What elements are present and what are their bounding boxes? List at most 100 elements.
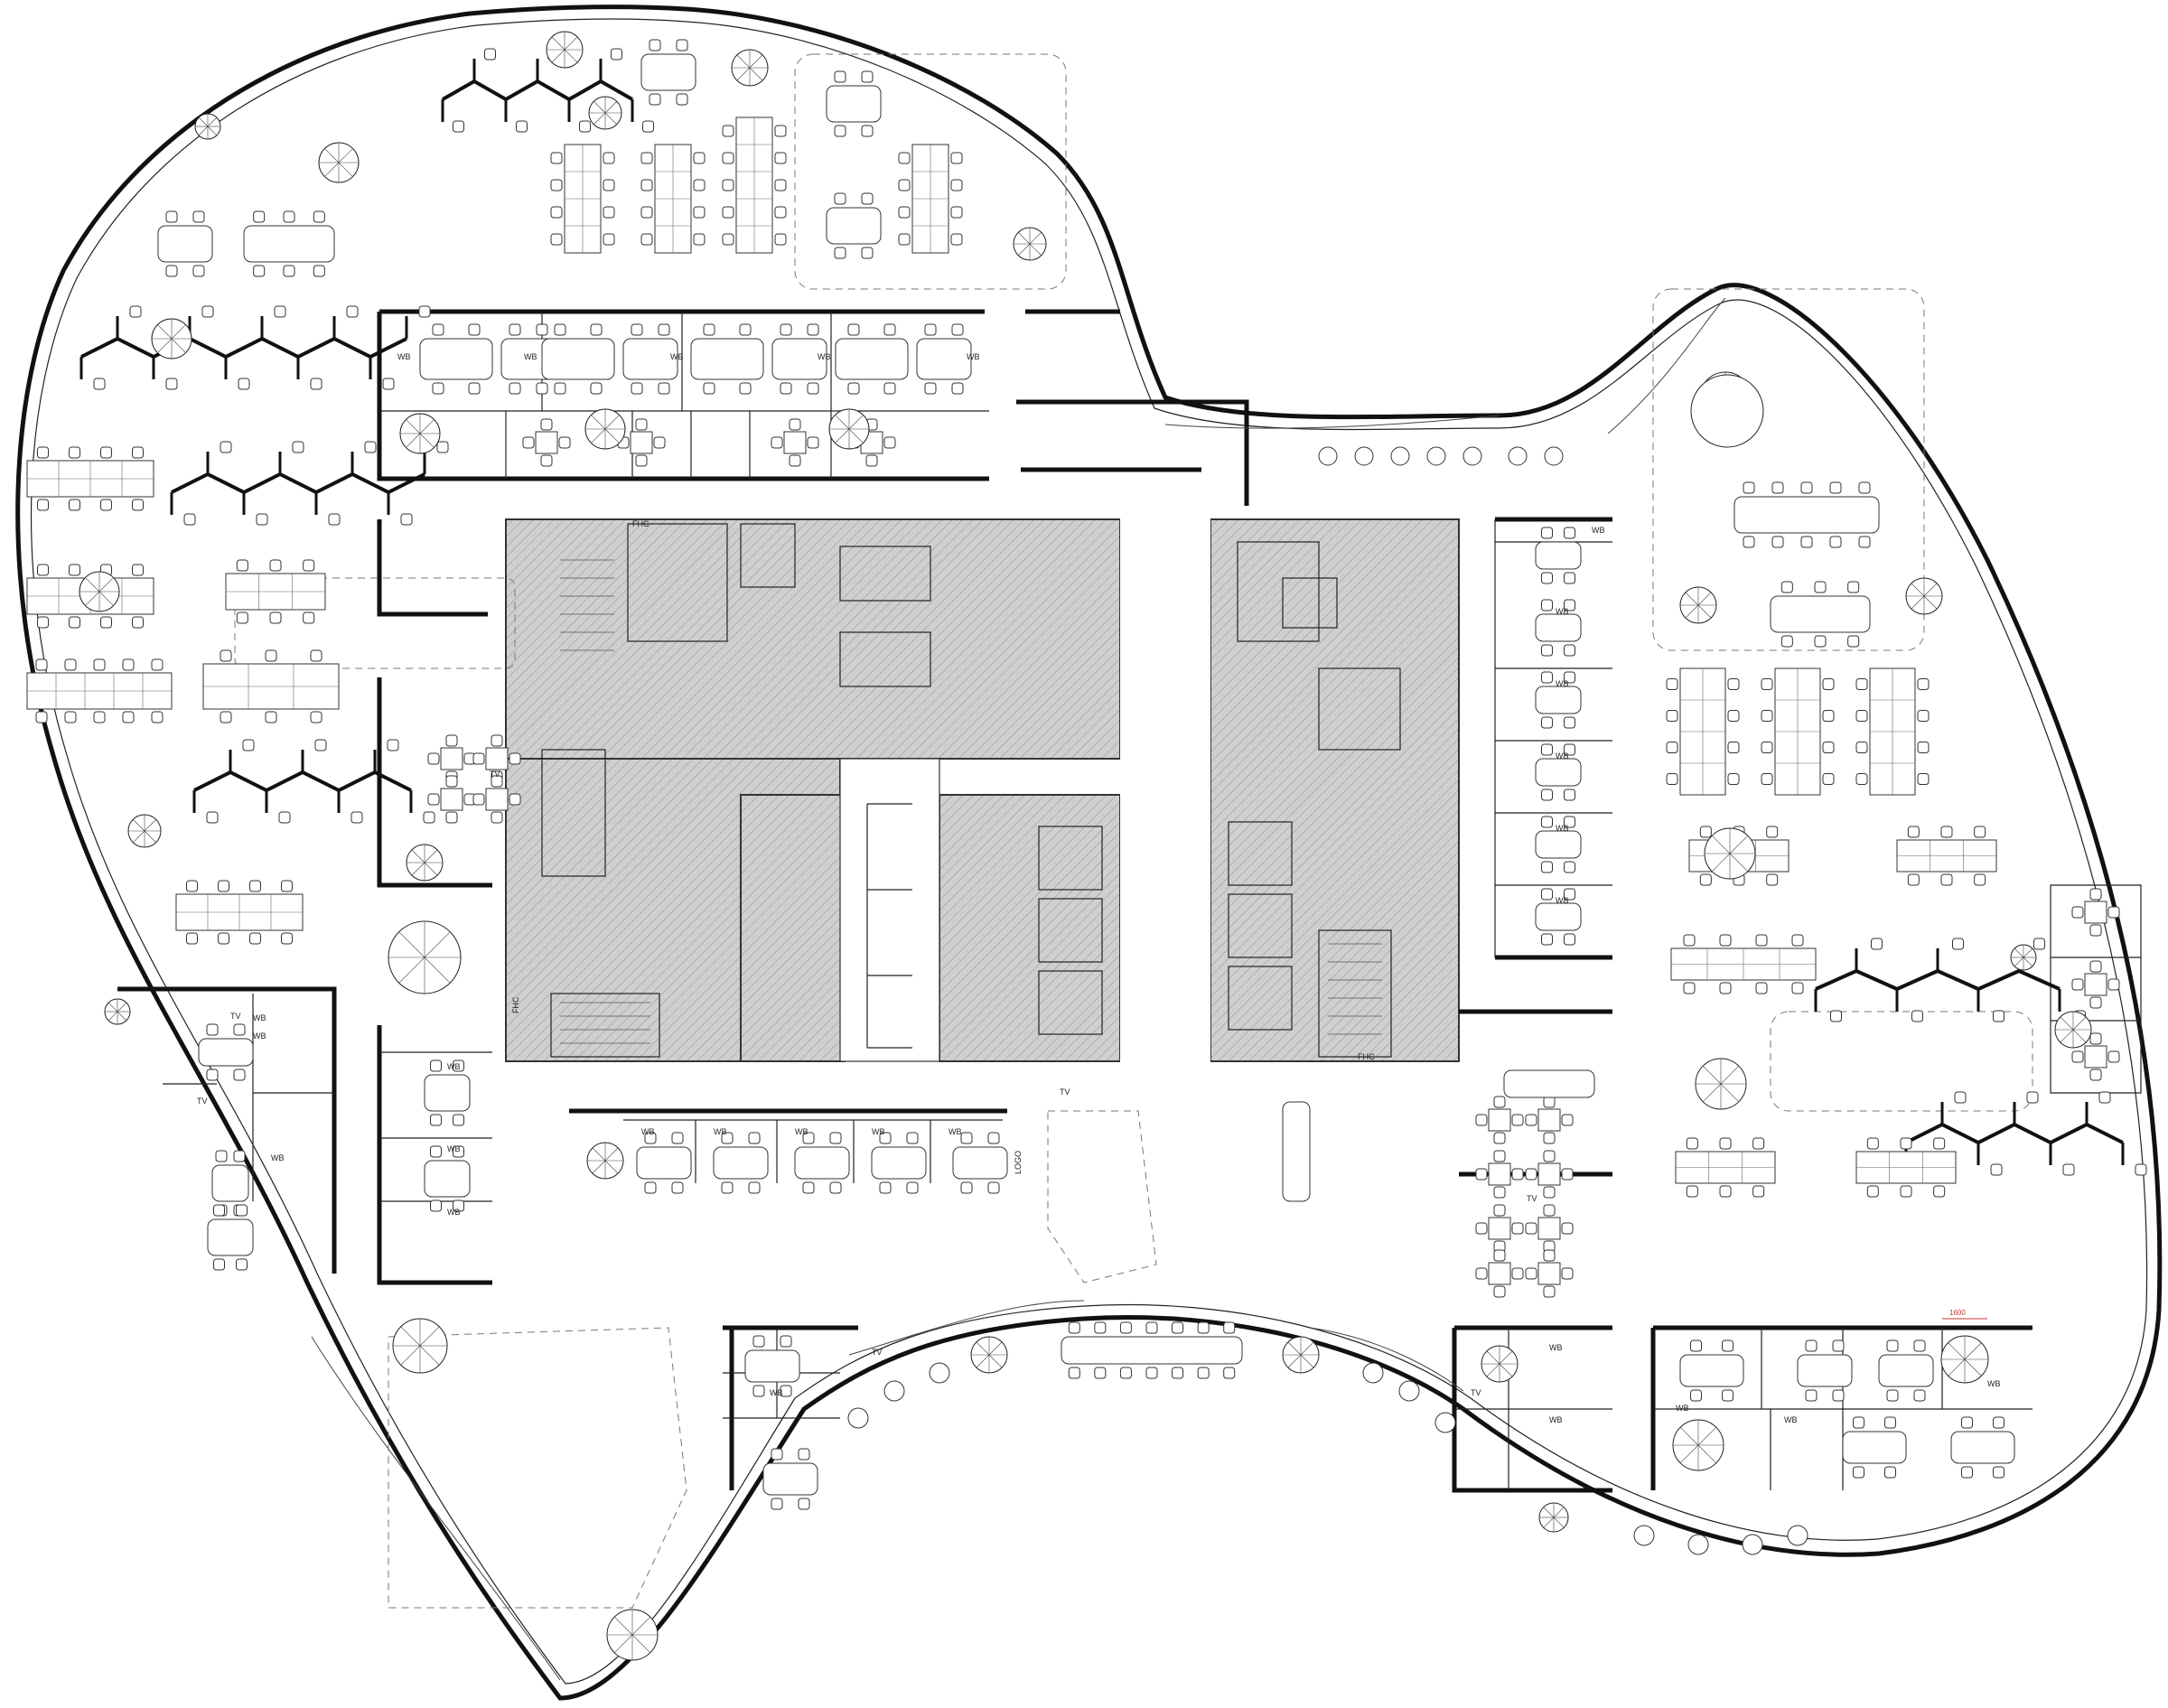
chair (453, 1145, 464, 1158)
chair (2089, 996, 2102, 1009)
plant-leaf (398, 957, 425, 984)
chair (1917, 773, 1930, 785)
chair (1119, 1367, 1132, 1379)
plant-leaf (1685, 592, 1699, 606)
chair (151, 658, 164, 671)
svg-text:WB: WB (1784, 1415, 1798, 1424)
chair (1475, 1168, 1488, 1181)
plant-leaf (604, 428, 620, 443)
lounge-chair (1687, 1534, 1709, 1555)
chair (1564, 888, 1575, 901)
chair (382, 378, 395, 390)
meeting-table (835, 338, 909, 380)
svg-text:TV: TV (1060, 1087, 1070, 1097)
meeting-table (1679, 1354, 1744, 1387)
chair (554, 382, 566, 395)
furniture (26, 31, 2147, 1661)
chair (233, 1150, 246, 1162)
svg-text:WB: WB (447, 1144, 461, 1153)
chair (445, 775, 458, 788)
chair (1933, 1137, 1946, 1150)
chair (1766, 873, 1779, 886)
svg-text:FHC: FHC (1358, 1052, 1375, 1061)
chair (2135, 1163, 2147, 1176)
chair (1727, 742, 1740, 753)
plant-leaf (564, 49, 578, 63)
chair (1907, 873, 1920, 886)
chair (310, 649, 322, 662)
chair (693, 179, 706, 191)
plant-leaf (1300, 1341, 1314, 1356)
chair (1511, 1168, 1524, 1181)
chair (748, 1181, 761, 1194)
chair (693, 233, 706, 246)
chair (1780, 581, 1793, 593)
plant-leaf (1300, 1354, 1314, 1368)
chair (1952, 938, 1964, 950)
chair (1855, 710, 1868, 722)
plant-leaf (1720, 1065, 1740, 1085)
chair (1814, 635, 1827, 648)
chair (1511, 1114, 1524, 1126)
chair (472, 752, 485, 765)
chair (236, 1258, 248, 1271)
chair (771, 1498, 783, 1510)
meeting-table (713, 1146, 769, 1180)
plant-leaf (593, 112, 606, 125)
plant-leaf (1702, 1065, 1722, 1085)
svg-text:WB: WB (818, 352, 831, 361)
plant-leaf (1964, 1358, 1982, 1377)
chair (2071, 906, 2084, 919)
chair (233, 1069, 246, 1081)
plant-leaf (85, 577, 100, 593)
chair (491, 775, 503, 788)
chair (206, 1023, 219, 1036)
svg-text:WB: WB (714, 1127, 727, 1136)
chair (186, 932, 198, 945)
chair (590, 382, 603, 395)
chair (987, 1132, 1000, 1144)
chair (1993, 1466, 2004, 1479)
svg-text:WB: WB (948, 1127, 962, 1136)
chair (1917, 710, 1930, 722)
chair (1543, 1132, 1556, 1144)
chair (1791, 934, 1804, 947)
chair (265, 649, 277, 662)
chair (1690, 1389, 1702, 1402)
cafe-table (2084, 1045, 2107, 1069)
chair (2062, 1163, 2075, 1176)
chair (879, 1181, 892, 1194)
chair (2089, 960, 2102, 973)
chair (236, 1204, 248, 1217)
plant-leaf (551, 49, 565, 63)
logo-label: LOGO (1014, 1151, 1023, 1174)
svg-text:WB: WB (1556, 751, 1569, 761)
chair (1974, 873, 1986, 886)
chair (213, 1204, 225, 1217)
chair (640, 179, 653, 191)
chair (453, 1059, 464, 1072)
chair (1871, 938, 1883, 950)
workstation-cluster (80, 336, 407, 359)
dimension-label: 1600 (1942, 1309, 1987, 1320)
chair (640, 152, 653, 164)
chair (883, 436, 896, 449)
chair (774, 206, 787, 219)
svg-text:WB: WB (1556, 824, 1569, 833)
chair (1727, 773, 1740, 785)
chair (283, 210, 295, 223)
chair (269, 559, 282, 572)
chair (1800, 481, 1813, 494)
chair (898, 233, 911, 246)
chair (35, 658, 48, 671)
plant-leaf (1948, 1342, 1966, 1360)
plant-leaf (604, 112, 617, 125)
chair (1493, 1132, 1506, 1144)
chair (491, 734, 503, 747)
plant-leaf (1697, 592, 1712, 606)
chair (1884, 1466, 1896, 1479)
zone-outlines (234, 53, 2033, 1609)
chair (558, 436, 571, 449)
chair (829, 1181, 842, 1194)
